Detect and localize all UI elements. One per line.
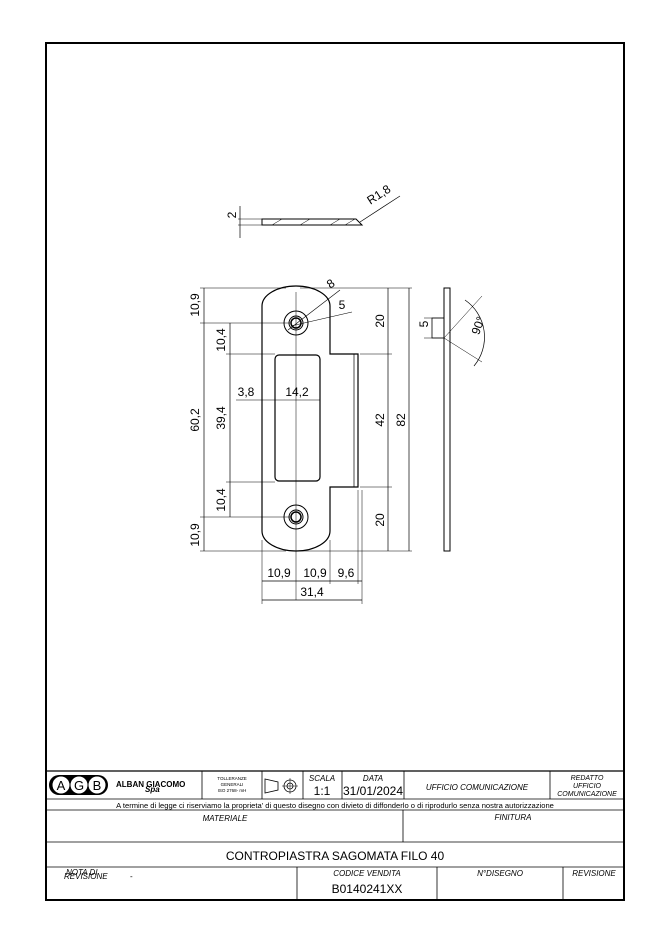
logo-letter-g: G bbox=[74, 778, 84, 793]
edge-angle-dim: 90° bbox=[469, 315, 488, 337]
revision-left-value: - bbox=[130, 872, 133, 881]
dim-hole: 5 bbox=[339, 298, 346, 312]
revision-left-label: REVISIONE bbox=[64, 872, 108, 881]
scale-value: 1:1 bbox=[314, 784, 331, 798]
legal-notice: A termine di legge ci riserviamo la prop… bbox=[116, 801, 554, 810]
dim-bottom-c: 9,6 bbox=[338, 566, 355, 580]
revision-label: REVISIONE bbox=[572, 869, 616, 878]
sheet-frame bbox=[45, 42, 625, 901]
dim-right-middle: 42 bbox=[373, 413, 387, 427]
office-label: UFFICIO COMUNICAZIONE bbox=[426, 783, 529, 792]
part-title: CONTROPIASTRA SAGOMATA FILO 40 bbox=[226, 849, 445, 863]
dim-bottom-b: 10,9 bbox=[303, 566, 327, 580]
radius-dim: R1,8 bbox=[364, 182, 393, 208]
side-view: 2 R1,8 bbox=[225, 182, 401, 238]
dim-lower-gap: 10,4 bbox=[214, 488, 228, 512]
dim-bottom-edge: 10,9 bbox=[188, 523, 202, 547]
finish-label: FINITURA bbox=[495, 813, 532, 822]
dim-top-edge: 10,9 bbox=[188, 293, 202, 317]
side-thickness-dim: 2 bbox=[225, 211, 239, 218]
dim-bottom-total: 31,4 bbox=[300, 585, 324, 599]
agb-logo: A G B bbox=[49, 775, 108, 795]
scale-label: SCALA bbox=[309, 774, 335, 783]
title-block: A G B ALBAN GIACOMO Spa TOLLERANZE GENER… bbox=[46, 770, 624, 900]
dim-bottom-a: 10,9 bbox=[267, 566, 291, 580]
dim-overall-holes: 60,2 bbox=[188, 408, 202, 432]
drafted-line-3: COMUNICAZIONE bbox=[557, 791, 617, 798]
company-suffix: Spa bbox=[145, 785, 160, 794]
dim-right-bottom: 20 bbox=[373, 513, 387, 527]
tolerance-line-2: GENERALI bbox=[221, 782, 244, 787]
logo-letter-a: A bbox=[57, 778, 66, 793]
projection-symbol-icon bbox=[264, 778, 298, 794]
logo-letter-b: B bbox=[93, 778, 102, 793]
drafted-line-1: REDATTO bbox=[571, 775, 604, 782]
dim-right-overall: 82 bbox=[394, 413, 408, 427]
date-value: 31/01/2024 bbox=[343, 784, 403, 798]
company-name: ALBAN GIACOMO bbox=[116, 780, 185, 789]
tolerance-line-1: TOLLERANZE bbox=[217, 776, 246, 781]
dim-counterbore: 8 bbox=[324, 276, 338, 291]
material-label: MATERIALE bbox=[203, 814, 248, 823]
sale-code-label: CODICE VENDITA bbox=[333, 869, 400, 878]
drawing-no-label: N°DISEGNO bbox=[477, 869, 523, 878]
notes-label: NOTA DI bbox=[66, 868, 98, 877]
edge-view: 5 90° bbox=[417, 287, 488, 552]
drafted-line-2: UFFICIO bbox=[573, 783, 602, 790]
dim-slot-width: 14,2 bbox=[285, 385, 309, 399]
dim-slot-length: 39,4 bbox=[214, 406, 228, 430]
dim-slot-offset: 3,8 bbox=[238, 385, 255, 399]
dim-right-top: 20 bbox=[373, 314, 387, 328]
edge-lip-dim: 5 bbox=[417, 320, 431, 327]
tolerance-line-3: ISO 2768- mH bbox=[218, 788, 247, 793]
sale-code-value: B0140241XX bbox=[332, 882, 403, 896]
date-label: DATA bbox=[363, 774, 383, 783]
dim-upper-gap: 10,4 bbox=[214, 328, 228, 352]
front-view: 10,9 60,2 10,9 10,4 39,4 10,4 3,8 14,2 8… bbox=[188, 276, 412, 604]
